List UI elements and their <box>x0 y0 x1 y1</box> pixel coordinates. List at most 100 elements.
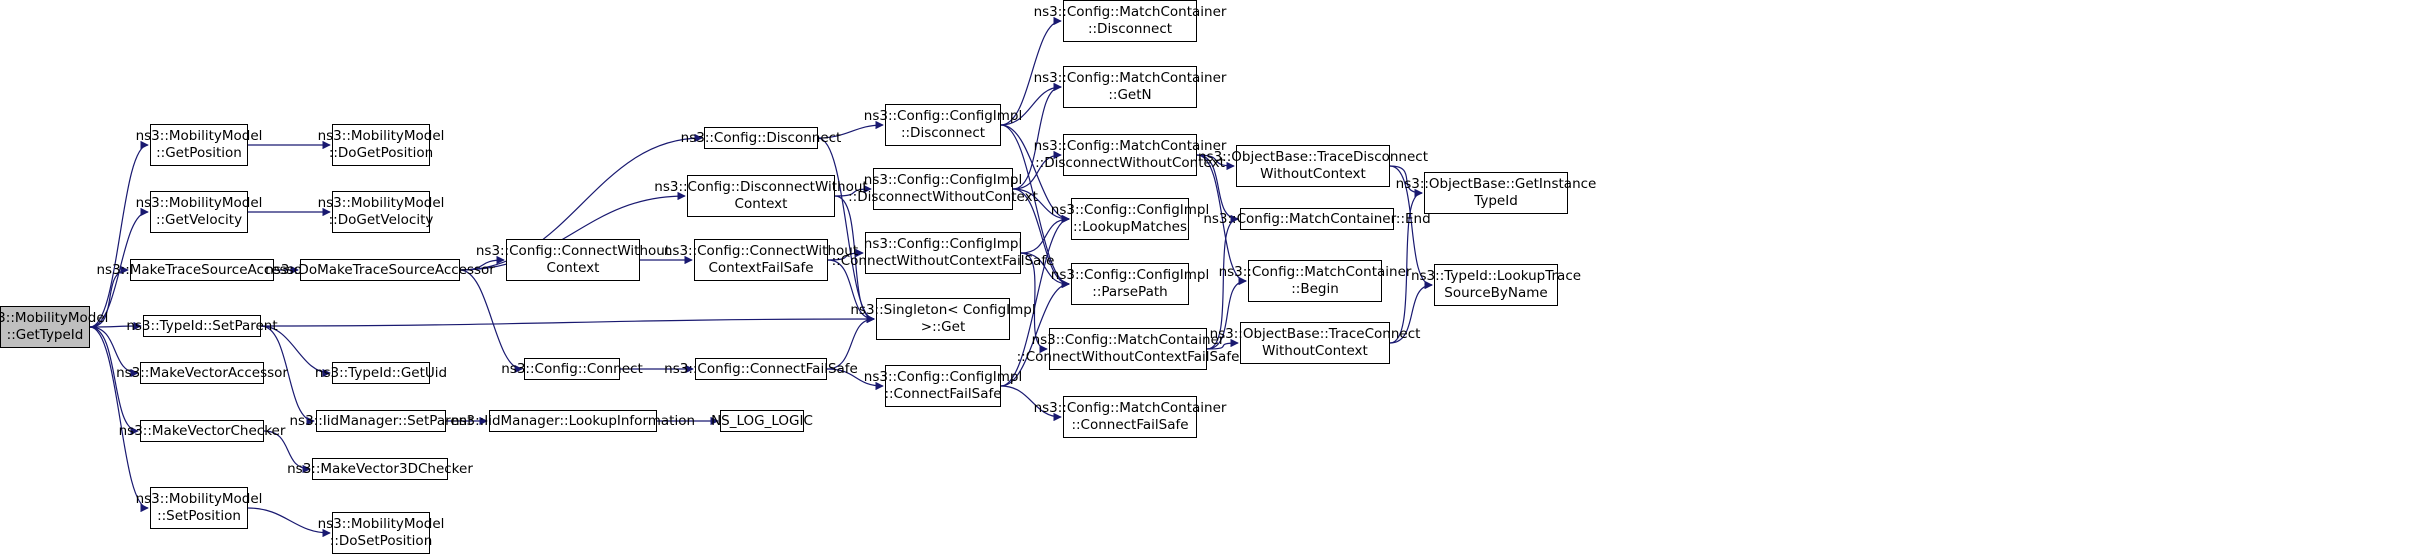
node-label-line: ::Begin <box>1291 281 1339 297</box>
node-label-line: >::Get <box>920 319 966 335</box>
edge-mm-gettypeid-to-make-trace-src-acc <box>89 265 129 328</box>
node-mm-dosetposition[interactable]: ns3::MobilityModel::DoSetPosition <box>318 512 444 554</box>
node-label-line: ns3::Config::ConfigImpl <box>863 369 1023 385</box>
node-typeid-setparent[interactable]: ns3::TypeId::SetParent <box>126 315 278 337</box>
node-label-line: ns3::Config::MatchContainer <box>1033 400 1227 416</box>
node-label-line: ns3::Config::Disconnect <box>680 129 842 146</box>
node-label-line: ::Disconnect <box>1087 21 1173 37</box>
edge-mm-setposition-to-mm-dosetposition <box>247 507 331 538</box>
node-configimpl-connect-without-ctx-failsafe[interactable]: ns3::Config::ConfigImpl::ConnectWithoutC… <box>832 232 1054 274</box>
node-label-line: ns3::ObjectBase::TraceConnect <box>1209 326 1421 342</box>
node-label-line: ::GetTypeId <box>6 327 84 343</box>
node-label-line: Context <box>546 260 600 276</box>
edge-do-make-trace-src-acc-to-config-disconnect-without-context <box>459 191 686 271</box>
edge-configimpl-connect-failsafe-to-configimpl-lookupmatches <box>1000 214 1070 387</box>
edge-objectbase-trace-connect-without-ctx-to-typeid-lookuptracesourcebyname <box>1389 280 1433 344</box>
edge-configimpl-connect-failsafe-to-configimpl-parsepath <box>1000 279 1070 387</box>
node-matchcontainer-end[interactable]: ns3::Config::MatchContainer::End <box>1203 208 1431 230</box>
node-mm-dogetposition[interactable]: ns3::MobilityModel::DoGetPosition <box>318 124 444 166</box>
node-label-line: TypeId <box>1474 193 1518 209</box>
node-matchcontainer-disconnect[interactable]: ns3::Config::MatchContainer::Disconnect <box>1034 0 1226 42</box>
node-label-line: ::ConnectFailSafe <box>1071 417 1189 433</box>
node-iidmanager-setparent[interactable]: ns3::IidManager::SetParent <box>290 410 473 432</box>
node-label-line: WithoutContext <box>1260 166 1366 182</box>
node-ns-log-logic[interactable]: NS_LOG_LOGIC <box>711 410 813 432</box>
node-label-line: ns3::TypeId::LookupTrace <box>1410 268 1582 284</box>
node-label-line: ns3::Config::MatchContainer <box>1033 70 1227 86</box>
node-make-vector-checker[interactable]: ns3::MakeVectorChecker <box>119 420 285 442</box>
edge-config-connect-without-ctx-failsafe-to-configimpl-connect-without-ctx-failsafe <box>827 248 864 261</box>
node-label-line: ns3::Config::ConfigImpl <box>863 236 1023 252</box>
node-label-line: ns3::Config::ConnectFailSafe <box>664 360 858 377</box>
node-label-line: SourceByName <box>1444 285 1548 301</box>
node-label-line: ::DoGetVelocity <box>328 212 434 228</box>
node-matchcontainer-begin[interactable]: ns3::Config::MatchContainer::Begin <box>1219 260 1411 302</box>
node-mm-getvelocity[interactable]: ns3::MobilityModel::GetVelocity <box>136 191 262 233</box>
edge-do-make-trace-src-acc-to-config-connect-without-context <box>459 255 505 271</box>
node-configimpl-disconnect-without-ctx[interactable]: ns3::Config::ConfigImpl::DisconnectWitho… <box>848 168 1038 210</box>
node-typeid-getuid[interactable]: ns3::TypeId::GetUid <box>315 362 447 384</box>
node-configimpl-lookupmatches[interactable]: ns3::Config::ConfigImpl::LookupMatches <box>1051 198 1209 240</box>
node-mm-dogetvelocity[interactable]: ns3::MobilityModel::DoGetVelocity <box>318 191 444 233</box>
node-iidmanager-lookupinfo[interactable]: ns3::IidManager::LookupInformation <box>451 410 695 432</box>
node-label-line: ::DoSetPosition <box>329 533 433 549</box>
node-configimpl-connect-failsafe[interactable]: ns3::Config::ConfigImpl::ConnectFailSafe <box>864 365 1022 407</box>
node-configimpl-parsepath[interactable]: ns3::Config::ConfigImpl::ParsePath <box>1051 263 1209 305</box>
node-mm-setposition[interactable]: ns3::MobilityModel::SetPosition <box>136 487 262 529</box>
node-configimpl-disconnect[interactable]: ns3::Config::ConfigImpl::Disconnect <box>864 104 1022 146</box>
node-matchcontainer-getn[interactable]: ns3::Config::MatchContainer::GetN <box>1034 66 1226 108</box>
node-label-line: ns3::MobilityModel <box>135 195 263 211</box>
edge-config-connect-failsafe-to-configimpl-connect-failsafe <box>826 368 884 391</box>
node-label-line: ns3::Config::ConnectWithout <box>663 243 859 259</box>
node-config-connect-failsafe[interactable]: ns3::Config::ConnectFailSafe <box>664 358 858 380</box>
edge-typeid-setparent-to-iidmanager-setparent <box>260 325 315 426</box>
node-singleton-get[interactable]: ns3::Singleton< ConfigImpl>::Get <box>850 298 1036 340</box>
edge-objectbase-trace-connect-without-ctx-to-objectbase-getinstancetypeid <box>1389 188 1423 344</box>
edge-matchcontainer-connect-without-ctx-failsafe-to-matchcontainer-end <box>1206 214 1239 350</box>
node-label-line: ns3::IidManager::LookupInformation <box>450 412 696 429</box>
node-mm-getposition[interactable]: ns3::MobilityModel::GetPosition <box>136 124 262 166</box>
node-label-line: ns3::ObjectBase::TraceDisconnect <box>1197 149 1429 165</box>
edge-configimpl-disconnect-without-ctx-to-matchcontainer-disconnect-without-ctx <box>1012 150 1062 190</box>
edge-typeid-setparent-to-singleton-get <box>260 314 875 327</box>
node-matchcontainer-connect-failsafe[interactable]: ns3::Config::MatchContainer::ConnectFail… <box>1034 396 1226 438</box>
node-label-line: NS_LOG_LOGIC <box>711 412 813 429</box>
node-label-line: ns3::ObjectBase::GetInstance <box>1395 176 1597 192</box>
edge-mm-gettypeid-to-mm-getvelocity <box>89 207 149 328</box>
node-matchcontainer-connect-without-ctx-failsafe[interactable]: ns3::Config::MatchContainer::ConnectWith… <box>1017 328 1239 370</box>
edge-config-disconnect-to-singleton-get <box>817 137 875 324</box>
node-label-line: ::ParsePath <box>1092 284 1168 300</box>
node-label-line: ns3::MobilityModel <box>317 516 445 532</box>
edge-configimpl-disconnect-to-matchcontainer-getn <box>1000 82 1062 126</box>
node-config-connect[interactable]: ns3::Config::Connect <box>501 358 643 380</box>
node-label-line: ::ConnectWithoutContextFailSafe <box>1016 349 1240 365</box>
edge-config-disconnect-without-context-to-configimpl-disconnect-without-ctx <box>834 184 872 197</box>
node-make-trace-src-acc[interactable]: ns3::MakeTraceSourceAccessor <box>96 259 308 281</box>
node-make-vector3d-checker[interactable]: ns3::MakeVector3DChecker <box>287 458 473 480</box>
node-label-line: ::DisconnectWithoutContext <box>1035 155 1225 171</box>
node-label-line: ::GetPosition <box>156 145 242 161</box>
node-matchcontainer-disconnect-without-ctx[interactable]: ns3::Config::MatchContainer::DisconnectW… <box>1034 134 1226 176</box>
edge-make-vector-checker-to-make-vector3d-checker <box>263 430 311 474</box>
edge-config-disconnect-without-context-to-singleton-get <box>834 195 875 324</box>
node-mm-gettypeid[interactable]: ns3::MobilityModel::GetTypeId <box>0 306 108 348</box>
node-do-make-trace-src-acc[interactable]: ns3::DoMakeTraceSourceAccessor <box>265 259 495 281</box>
node-config-disconnect[interactable]: ns3::Config::Disconnect <box>681 127 841 149</box>
node-label-line: ::GetN <box>1108 87 1152 103</box>
node-make-vector-acc[interactable]: ns3::MakeVectorAccessor <box>116 362 288 384</box>
edge-matchcontainer-connect-without-ctx-failsafe-to-objectbase-trace-connect-without-ctx <box>1206 338 1239 350</box>
node-label-line: ns3::MakeVectorAccessor <box>116 364 288 381</box>
node-label-line: ::DisconnectWithoutContext <box>848 189 1038 205</box>
edge-mm-gettypeid-to-mm-getposition <box>89 140 149 328</box>
edge-mm-gettypeid-to-typeid-setparent <box>89 321 142 331</box>
edge-do-make-trace-src-acc-to-config-connect <box>459 269 523 374</box>
